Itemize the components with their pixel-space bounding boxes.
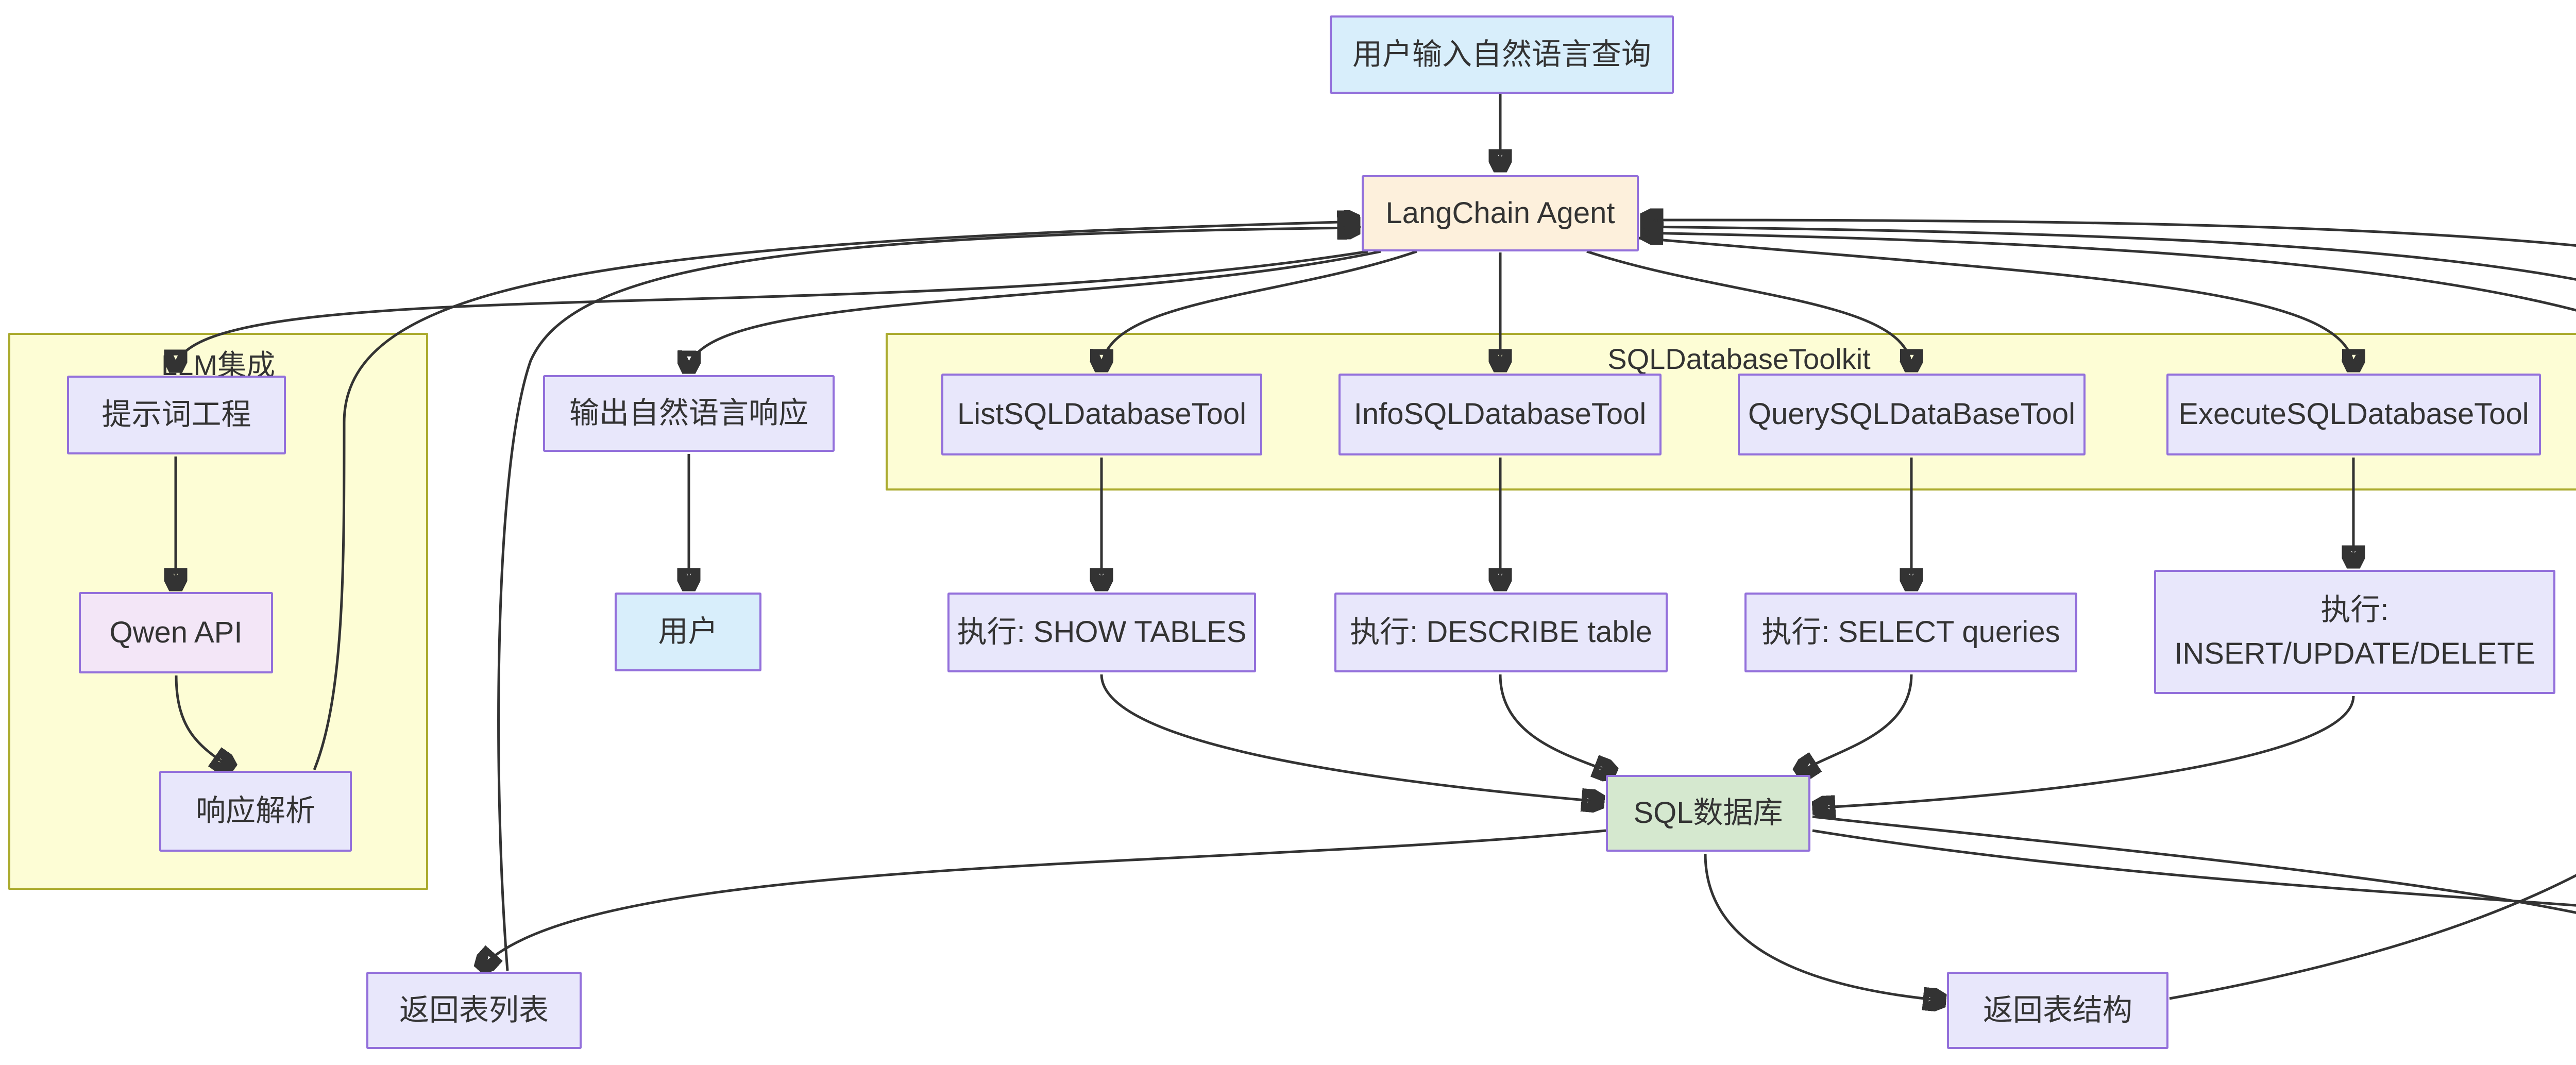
edge-sql-db-to-ret-query xyxy=(1812,815,2576,914)
node-exec-insert-update-delete: 执行: INSERT/UPDATE/DELETE xyxy=(2154,570,2555,694)
edge-sql-db-to-ret-schema xyxy=(1704,853,1944,1001)
node-execute-sql-tool-label: ExecuteSQLDatabaseTool xyxy=(2178,397,2529,431)
edge-agent-to-prompt-eng xyxy=(176,250,1368,370)
group-toolkit-label: SQLDatabaseToolkit xyxy=(1607,343,1871,375)
edge-sql-db-to-ret-list xyxy=(480,829,1606,969)
node-query-sql-tool-label: QuerySQLDataBaseTool xyxy=(1748,397,2076,431)
node-exec-insert-update-delete-label: 执行: INSERT/UPDATE/DELETE xyxy=(2174,593,2535,670)
edge-qwen-api-to-resp-parse xyxy=(175,675,232,769)
node-exec-describe: 执行: DESCRIBE table xyxy=(1334,593,1668,672)
node-exec-show-tables: 执行: SHOW TABLES xyxy=(947,593,1256,672)
node-list-sql-tool: ListSQLDatabaseTool xyxy=(941,374,1262,455)
node-sql-database-label: SQL数据库 xyxy=(1633,796,1783,830)
edge-ret-schema-to-agent xyxy=(1642,233,2576,1000)
edge-ret-status-to-agent xyxy=(1642,220,2576,247)
node-return-table-schema: 返回表结构 xyxy=(1947,972,2168,1049)
edge-agent-to-exec-tool xyxy=(1638,236,2353,370)
node-user: 用户 xyxy=(615,593,761,671)
node-info-sql-tool-label: InfoSQLDatabaseTool xyxy=(1353,397,1647,431)
node-qwen-api-label: Qwen API xyxy=(109,615,243,649)
edge-agent-to-list-tool xyxy=(1101,250,1417,370)
node-execute-sql-tool: ExecuteSQLDatabaseTool xyxy=(2166,374,2541,455)
edge-agent-to-query-tool xyxy=(1586,250,1911,370)
node-info-sql-tool: InfoSQLDatabaseTool xyxy=(1338,374,1662,455)
node-prompt-engineering-label: 提示词工程 xyxy=(101,398,251,432)
node-output-response-label: 输出自然语言响应 xyxy=(569,396,808,430)
node-exec-show-tables-label: 执行: SHOW TABLES xyxy=(957,615,1247,649)
node-sql-database: SQL数据库 xyxy=(1606,775,1810,852)
node-qwen-api: Qwen API xyxy=(79,592,273,673)
node-return-table-list: 返回表列表 xyxy=(366,972,582,1049)
node-return-table-schema-label: 返回表结构 xyxy=(1982,993,2132,1027)
node-prompt-engineering: 提示词工程 xyxy=(67,376,286,454)
node-user-label: 用户 xyxy=(658,615,718,649)
node-exec-select: 执行: SELECT queries xyxy=(1744,593,2077,672)
node-user-input-label: 用户输入自然语言查询 xyxy=(1352,37,1651,71)
edge-exec-describe-to-sql-db xyxy=(1499,674,1614,773)
edge-ret-list-to-agent xyxy=(497,228,1358,971)
node-list-sql-tool-label: ListSQLDatabaseTool xyxy=(957,397,1246,431)
node-response-parse-label: 响应解析 xyxy=(195,794,315,828)
node-langchain-agent-label: LangChain Agent xyxy=(1385,196,1615,230)
node-output-response: 输出自然语言响应 xyxy=(543,375,835,452)
edge-ret-query-to-agent xyxy=(1642,227,2576,281)
edge-agent-to-output-resp xyxy=(689,250,1381,371)
edge-exec-insert-to-sql-db xyxy=(1815,696,2355,808)
node-user-input: 用户输入自然语言查询 xyxy=(1330,15,1674,94)
node-exec-describe-label: 执行: DESCRIBE table xyxy=(1350,615,1652,649)
edge-sql-db-to-ret-status xyxy=(1812,829,2576,907)
node-langchain-agent: LangChain Agent xyxy=(1362,175,1639,251)
edge-exec-select-to-sql-db xyxy=(1798,674,1913,773)
node-return-table-list-label: 返回表列表 xyxy=(399,993,549,1027)
node-exec-select-label: 执行: SELECT queries xyxy=(1761,615,2060,649)
node-response-parse: 响应解析 xyxy=(159,771,352,852)
node-query-sql-tool: QuerySQLDataBaseTool xyxy=(1738,374,2086,455)
edge-exec-show-to-sql-db xyxy=(1100,674,1602,802)
edge-resp-parse-to-agent xyxy=(313,222,1358,770)
